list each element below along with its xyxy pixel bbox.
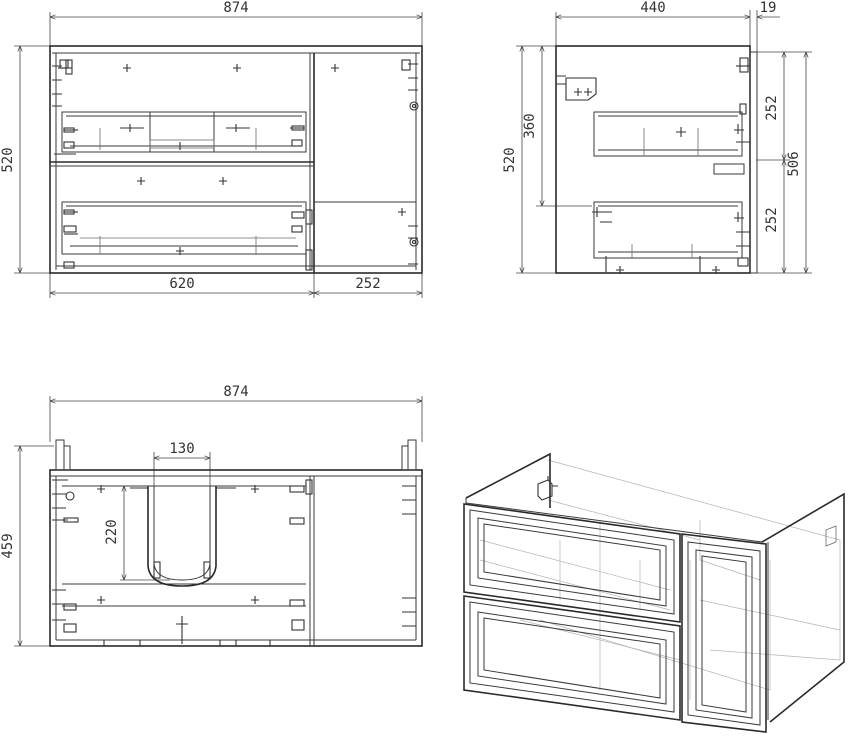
drawer-block-height-label: 506 (786, 151, 802, 176)
iso-right-panel (761, 492, 845, 723)
front-outline (49, 45, 423, 274)
iso-lower-drawer-front (463, 595, 681, 721)
front-width-dimension: 874 (49, 0, 423, 52)
top-width-label: 874 (223, 384, 248, 400)
iso-wall-bracket (537, 476, 558, 501)
cutout-depth-label: 220 (104, 519, 120, 544)
top-side-hardware (52, 479, 416, 646)
siphon-cutout (147, 486, 217, 587)
front-view: 874 520 620 252 (0, 0, 423, 298)
top-view: 874 459 130 220 (0, 384, 423, 647)
side-edge-hardware (600, 57, 750, 267)
side-lower-drawer (592, 201, 743, 274)
front-side-hardware (52, 59, 419, 271)
side-depth-label: 440 (640, 0, 665, 16)
right-section-label: 252 (355, 276, 380, 292)
top-depth-dimension: 459 (0, 445, 54, 647)
front-lower-drawer (61, 201, 307, 255)
wall-bracket (556, 75, 597, 101)
front-section-dimensions: 620 252 (49, 272, 423, 298)
front-height-label: 520 (0, 147, 16, 172)
top-depth-label: 459 (0, 533, 16, 558)
front-width-label: 874 (223, 0, 248, 16)
side-height-dimensions: 520 360 (502, 45, 592, 274)
side-upper-drawer (593, 111, 745, 175)
upper-drawer-height-label: 252 (764, 95, 780, 120)
side-depth-dimension: 440 19 (555, 0, 780, 52)
top-outline (49, 469, 423, 647)
lower-drawer-height-label: 252 (764, 207, 780, 232)
front-mount-holes (123, 64, 339, 255)
top-posts (55, 439, 417, 471)
panel-thickness-label: 19 (760, 0, 777, 16)
mount-height-label: 360 (522, 113, 538, 138)
side-drawer-dimensions: 252 506 252 (756, 51, 812, 274)
cutout-width-dimension: 130 (153, 441, 211, 488)
iso-door-front (681, 533, 767, 733)
iso-left-panel (465, 452, 551, 508)
front-height-dimension: 520 (0, 45, 54, 274)
side-height-label: 520 (502, 147, 518, 172)
isometric-view (463, 452, 845, 733)
side-view: 440 19 520 360 252 506 252 (502, 0, 812, 274)
cutout-width-label: 130 (169, 441, 194, 457)
iso-right-bracket (825, 525, 837, 547)
side-outline (555, 45, 751, 274)
top-mount-holes (97, 485, 259, 644)
left-section-label: 620 (169, 276, 194, 292)
top-width-dimension: 874 (49, 384, 423, 442)
iso-upper-drawer-front (463, 503, 681, 623)
